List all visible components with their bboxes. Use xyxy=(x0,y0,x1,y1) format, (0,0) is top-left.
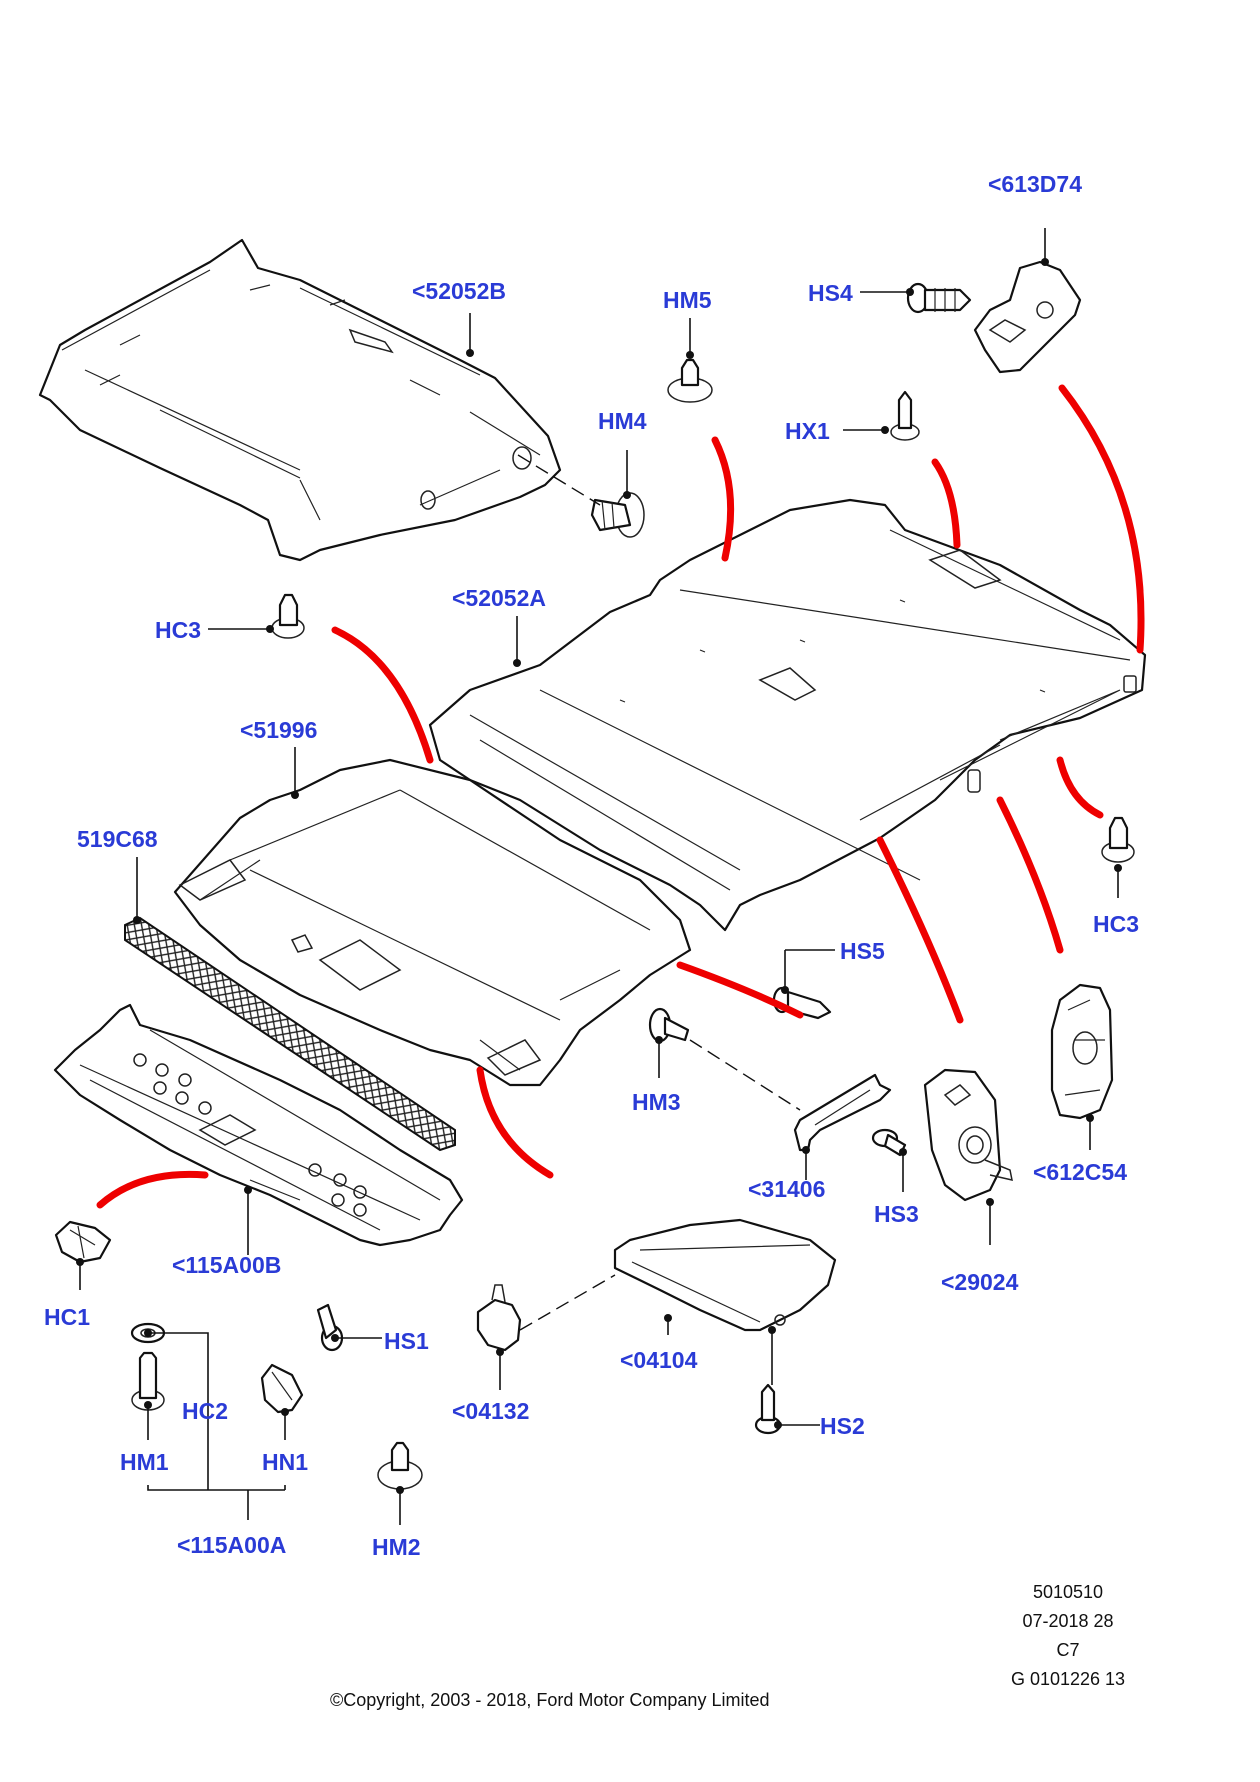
sun-visor-04104 xyxy=(613,1218,837,1332)
headliner-main-52052a xyxy=(428,498,1147,932)
label-115a00b: <115A00B xyxy=(172,1252,282,1278)
fastener-hm2 xyxy=(377,1441,423,1490)
label-hs4: HS4 xyxy=(808,280,853,306)
bracket-31406 xyxy=(793,1073,892,1152)
label-hm2: HM2 xyxy=(372,1534,421,1560)
label-hn1: HN1 xyxy=(262,1449,309,1475)
fastener-hs1 xyxy=(316,1303,344,1352)
label-hc3-right: HC3 xyxy=(1093,911,1140,937)
fastener-hs2 xyxy=(754,1383,782,1435)
copyright-notice: ©Copyright, 2003 - 2018, Ford Motor Comp… xyxy=(330,1690,770,1710)
fastener-hc3-right xyxy=(1101,816,1135,863)
grab-handle-29024 xyxy=(923,1068,1013,1202)
dashed-lines xyxy=(517,454,801,1331)
label-hc3-top: HC3 xyxy=(155,617,202,643)
fastener-hs4 xyxy=(906,282,972,314)
label-52052b: <52052B xyxy=(412,278,506,304)
label-52052a: <52052A xyxy=(452,585,546,611)
label-hm4: HM4 xyxy=(598,408,647,434)
label-51996: <51996 xyxy=(240,717,318,743)
diagram-section: C7 xyxy=(1056,1640,1080,1660)
label-29024: <29024 xyxy=(941,1269,1019,1295)
label-31406: <31406 xyxy=(748,1176,826,1202)
trim-panel-612c54 xyxy=(1050,983,1114,1120)
leader-lines xyxy=(76,228,1122,1525)
fastener-hc3-top xyxy=(271,593,305,639)
red-arrows xyxy=(96,384,1145,1209)
label-hs3: HS3 xyxy=(874,1201,919,1227)
diagram-date: 07-2018 28 xyxy=(1022,1611,1114,1631)
label-115a00a: <115A00A xyxy=(177,1532,287,1558)
label-hs1: HS1 xyxy=(384,1328,429,1354)
label-04104: <04104 xyxy=(620,1347,698,1373)
grab-cover-613d74 xyxy=(973,260,1082,374)
fastener-hc1 xyxy=(54,1220,112,1264)
label-519c68: 519C68 xyxy=(77,826,158,852)
headliner-front-51996 xyxy=(173,758,692,1087)
label-hm3: HM3 xyxy=(632,1089,681,1115)
cowl-holes xyxy=(133,1053,367,1217)
label-613d74: <613D74 xyxy=(988,171,1082,197)
fastener-hm3 xyxy=(648,1007,690,1043)
label-hc2: HC2 xyxy=(182,1398,229,1424)
diagram-code: 5010510 xyxy=(1032,1582,1104,1602)
label-hs5: HS5 xyxy=(840,938,885,964)
fastener-hn1 xyxy=(260,1363,304,1414)
label-hs2: HS2 xyxy=(820,1413,865,1439)
fastener-hm4 xyxy=(590,492,645,538)
label-hc1: HC1 xyxy=(44,1304,91,1330)
fastener-hx1 xyxy=(890,390,920,441)
label-hm1: HM1 xyxy=(120,1449,169,1475)
label-hm5: HM5 xyxy=(663,287,712,313)
diagram-reference: G 0101226 13 xyxy=(1010,1669,1126,1689)
headliner-rear-52052b xyxy=(38,238,562,562)
cowl-panel-115a00b xyxy=(53,1003,464,1247)
label-612c54: <612C54 xyxy=(1033,1159,1127,1185)
fastener-hm5 xyxy=(667,358,713,403)
visor-clip-04132 xyxy=(476,1284,522,1352)
label-04132: <04132 xyxy=(452,1398,530,1424)
label-hx1: HX1 xyxy=(785,418,830,444)
